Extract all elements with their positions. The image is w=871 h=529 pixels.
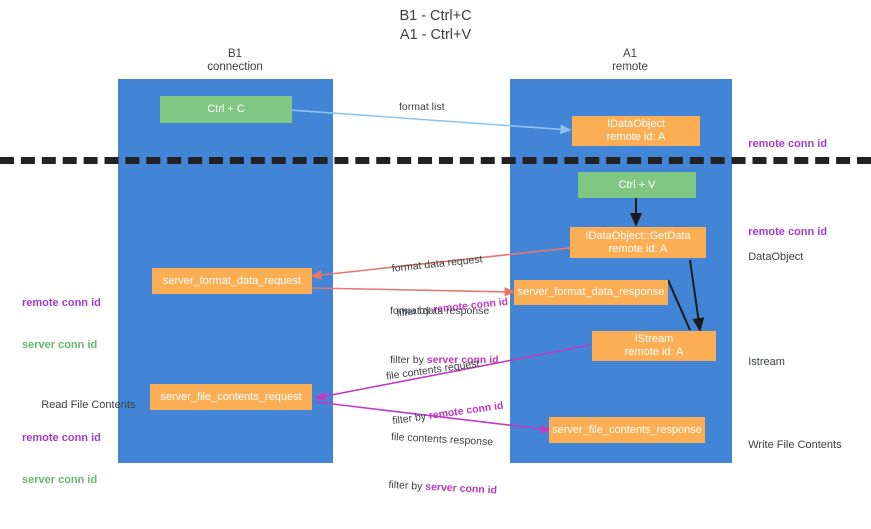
node-server-file-contents-request[interactable]: server_file_contents_request <box>150 384 312 410</box>
annotation-read-file-contents: Read File Contents <box>41 399 136 411</box>
edge-label-file-contents-response-line1: file contents response <box>390 430 494 449</box>
annotation-istream: Istream <box>748 356 785 368</box>
annotation-left-conn-ids-2: remote conn id server conn id <box>22 403 101 515</box>
annotation-dataobject: DataObject <box>748 251 804 263</box>
edge-label-format-data-response-line1: format data response <box>390 305 490 317</box>
node-server-format-data-request[interactable]: server_format_data_request <box>152 268 312 294</box>
edge-label-file-contents-response: file contents response filter by server … <box>387 400 502 529</box>
lane-header-b1: B1 connection <box>207 48 263 73</box>
annotation-left-server-conn-id: server conn id <box>22 339 98 351</box>
node-server-file-contents-response[interactable]: server_file_contents_response <box>549 417 705 443</box>
annotation-write-file-contents: Write File Contents <box>748 439 842 451</box>
annotation-remote-conn-id-mid: remote conn id <box>748 226 828 238</box>
page-title: B1 - Ctrl+C A1 - Ctrl+V <box>399 8 472 43</box>
section-divider <box>0 157 871 164</box>
node-istream[interactable]: IStream remote id: A <box>592 331 716 361</box>
edge-label-format-list: format list <box>399 101 445 113</box>
annotation-remote-conn-id-top: remote conn id <box>748 138 828 150</box>
lane-header-a1: A1 remote <box>612 48 648 73</box>
annotation-left-server-conn-id-2: server conn id <box>22 474 98 486</box>
annotation-left-conn-ids: remote conn id server conn id <box>22 268 101 380</box>
filter-key-server-conn-id-2: server conn id <box>424 480 498 497</box>
node-server-format-data-response[interactable]: server_format_data_response <box>514 280 668 305</box>
node-ctrl-v[interactable]: Ctrl + V <box>578 172 696 198</box>
node-idataobject[interactable]: IDataObject remote id: A <box>572 116 700 146</box>
edge-label-file-contents-request-line1: file contents request <box>385 357 481 383</box>
diagram-canvas: B1 - Ctrl+C A1 - Ctrl+V B1 connection A1… <box>0 8 871 497</box>
edge-label-file-contents-response-line2: filter by server conn id <box>388 478 498 497</box>
edge-label-format-data-request-line1: format data request <box>391 253 484 275</box>
annotation-left-remote-conn-id-2: remote conn id <box>22 432 101 444</box>
node-ctrl-c[interactable]: Ctrl + C <box>160 96 292 123</box>
annotation-left-remote-conn-id: remote conn id <box>22 297 101 309</box>
node-idataobject-getdata[interactable]: IDataObject::GetData remote id: A <box>570 227 706 258</box>
